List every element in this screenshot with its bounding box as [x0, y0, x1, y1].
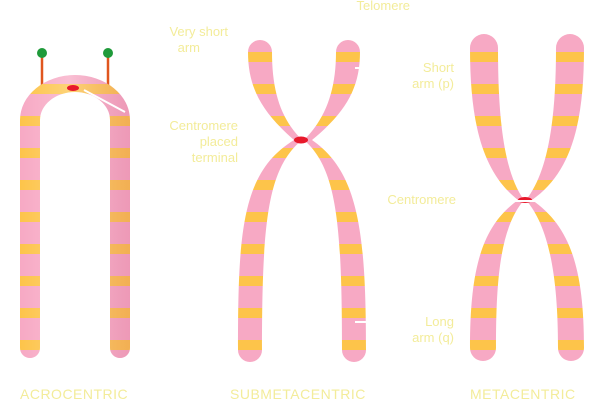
metacentric-right-chromatid — [526, 34, 584, 361]
label-centromere-placed-line2: placed — [199, 134, 238, 149]
label-long-arm-line1: Long — [425, 314, 454, 329]
label-telomere: Telomere — [356, 0, 410, 13]
label-long-arm-line2: arm (q) — [412, 330, 454, 345]
pointer-centromere-terminal — [83, 89, 126, 113]
satellite-left — [37, 48, 47, 58]
submetacentric-centromere — [294, 136, 308, 144]
caption-acrocentric: ACROCENTRIC — [20, 386, 129, 402]
submetacentric-chromosome — [238, 40, 372, 362]
caption-metacentric: METACENTRIC — [470, 386, 576, 402]
satellite-right — [103, 48, 113, 58]
label-centromere-placed-line1: Centromere — [169, 118, 238, 133]
label-centromere: Centromere — [387, 192, 456, 207]
label-centromere-placed-line3: terminal — [191, 150, 238, 165]
acrocentric-chromosome — [20, 48, 130, 359]
caption-submetacentric: SUBMETACENTRIC — [230, 386, 366, 402]
acrocentric-centromere — [67, 85, 79, 91]
label-very-short-arm-line2: arm — [177, 40, 200, 55]
metacentric-left-chromatid — [470, 34, 524, 361]
metacentric-chromosome — [470, 34, 584, 361]
submetacentric-left-chromatid — [238, 40, 302, 362]
label-short-arm-line2: arm (p) — [412, 76, 454, 91]
label-short-arm-line1: Short — [422, 60, 454, 75]
submetacentric-right-chromatid — [304, 40, 366, 362]
label-very-short-arm-line1: Very short — [169, 24, 228, 39]
